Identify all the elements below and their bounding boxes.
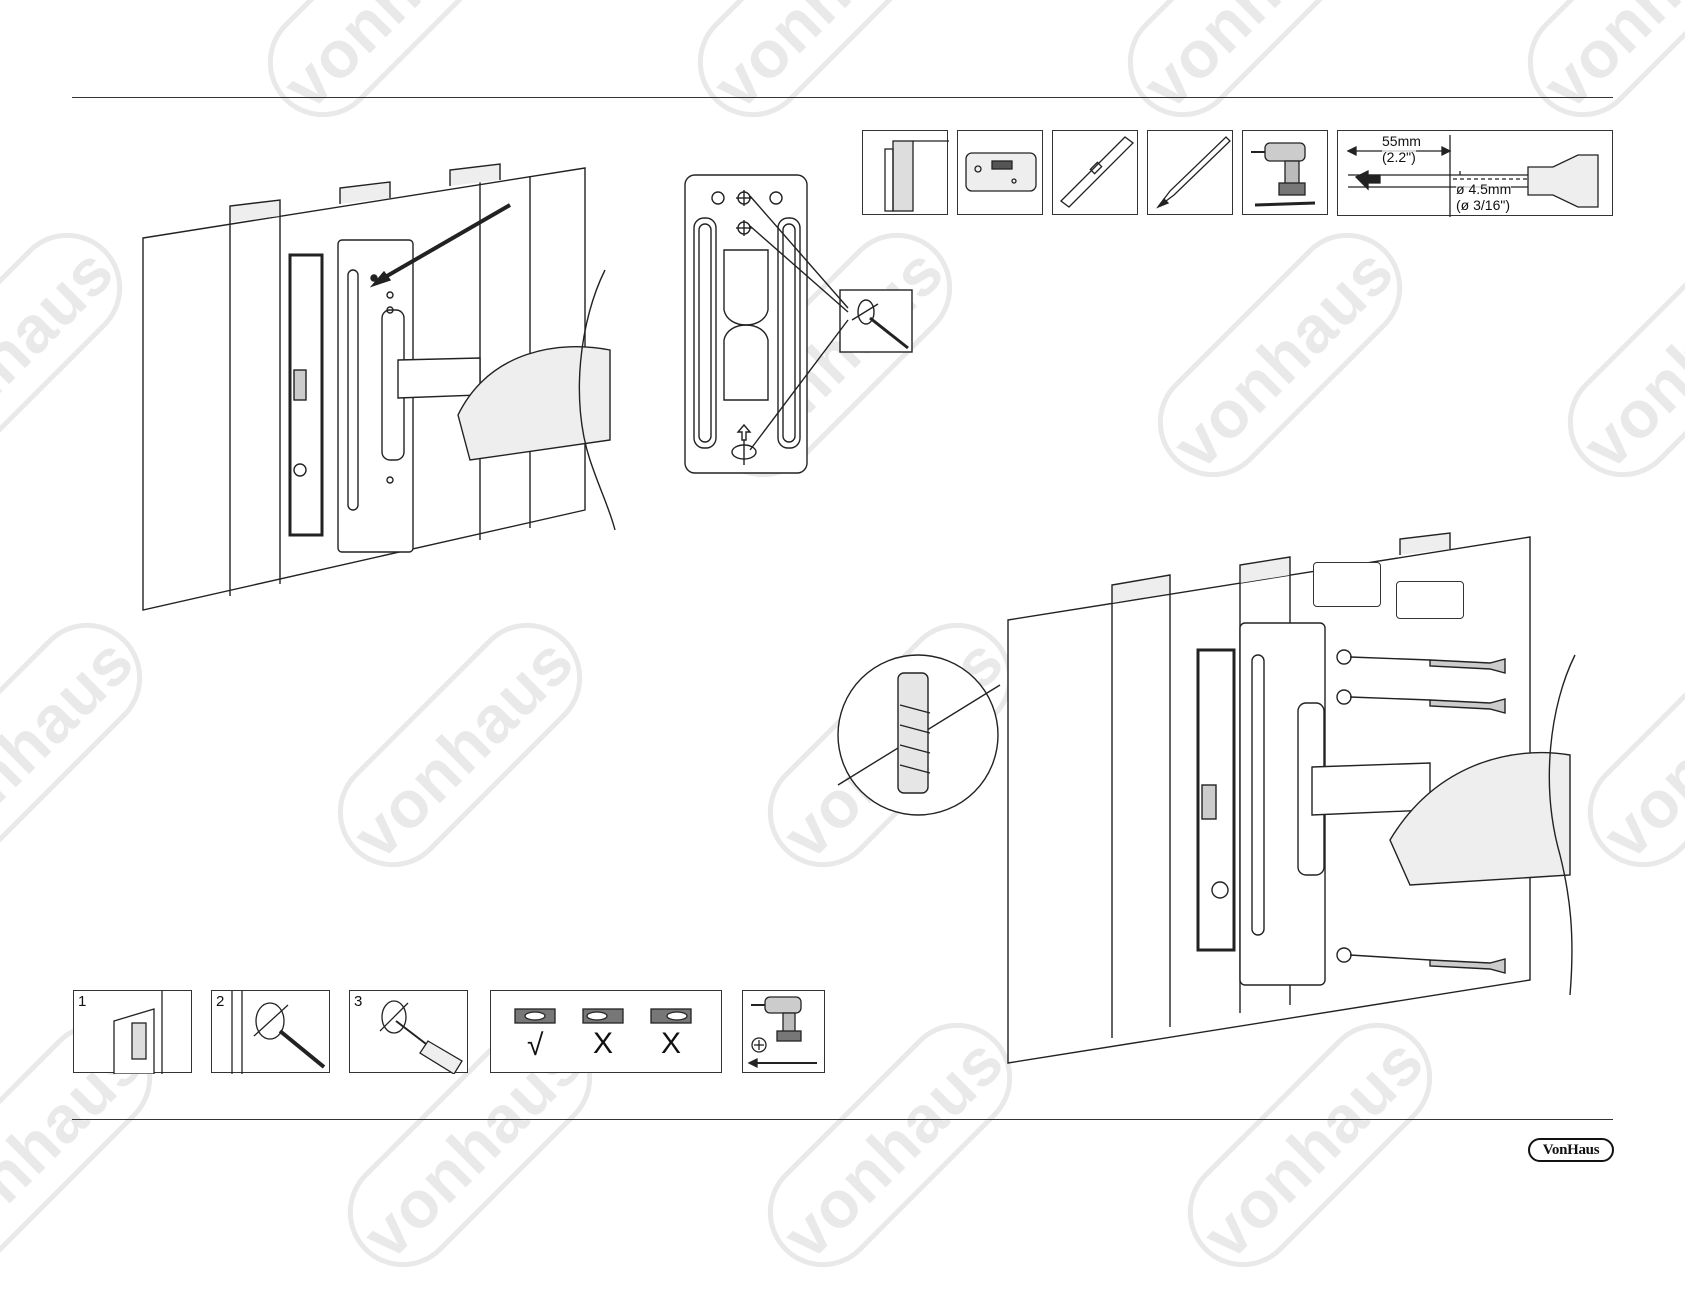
watermark: vonhaus	[0, 210, 145, 500]
header-rule	[72, 97, 1613, 98]
level-bad-mark: X	[661, 1027, 681, 1061]
tool-panel-drill	[1242, 130, 1328, 215]
watermark: vonhaus	[675, 0, 965, 140]
level-check-panel: √ X X	[490, 990, 722, 1073]
step-number: 3	[354, 993, 362, 1010]
drill-diameter-mm: ø 4.5mm	[1456, 181, 1511, 197]
tool-panel-stud-finder	[957, 130, 1043, 215]
marking-illustration	[140, 160, 640, 620]
drill-diameter-inch: (ø 3/16")	[1456, 197, 1510, 213]
drill-depth-panel: 55mm (2.2") ø 4.5mm (ø 3/16")	[1337, 130, 1613, 216]
drill-screwdriver-panel	[742, 990, 825, 1073]
tool-panel-pencil	[1147, 130, 1233, 215]
drill-depth-inch: (2.2")	[1382, 149, 1416, 165]
drill-depth-mm: 55mm	[1382, 133, 1421, 149]
footer-rule	[72, 1119, 1613, 1120]
bracket-template-diagram	[680, 170, 940, 480]
step-number: 1	[78, 993, 86, 1010]
tool-panel-wall	[862, 130, 948, 215]
mounting-illustration	[930, 535, 1590, 1075]
watermark: vonhaus	[1105, 0, 1395, 140]
watermark: vonhaus	[245, 0, 535, 140]
tool-panel-spirit-level	[1052, 130, 1138, 215]
watermark: vonhaus	[315, 600, 605, 890]
step-number: 2	[216, 993, 224, 1010]
vonhaus-logo: VonHaus	[1528, 1138, 1614, 1162]
watermark: vonhaus	[1545, 210, 1685, 500]
step-panel-2: 2	[211, 990, 330, 1073]
watermark: vonhaus	[1135, 210, 1425, 500]
step-panel-3: 3	[349, 990, 468, 1073]
washer-callout	[1313, 562, 1381, 607]
screw-callout	[1396, 581, 1464, 619]
level-ok-mark: √	[527, 1029, 543, 1063]
watermark: vonhaus	[1505, 0, 1685, 140]
watermark: vonhaus	[0, 600, 165, 890]
step-panel-1: 1	[73, 990, 192, 1073]
level-bad-mark: X	[593, 1027, 613, 1061]
